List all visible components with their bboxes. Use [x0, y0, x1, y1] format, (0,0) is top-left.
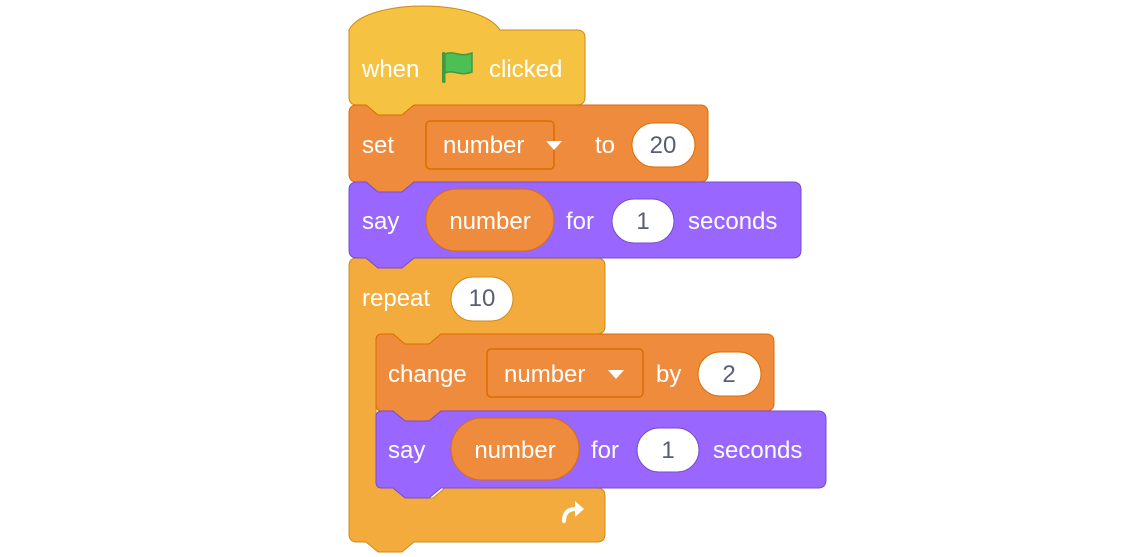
- change-variable-dropdown-box: [486, 348, 644, 398]
- by-label: by: [656, 361, 681, 388]
- set-variable-block[interactable]: set number to 20: [348, 104, 709, 193]
- say-duration-input-1[interactable]: 1: [611, 198, 675, 244]
- set-value-field: [631, 122, 696, 168]
- set-variable-name: number: [443, 132, 524, 159]
- repeat-count-value: 10: [469, 285, 496, 312]
- chevron-down-icon: [546, 141, 562, 150]
- for-label-1: for: [566, 208, 594, 235]
- say-label-1: say: [362, 208, 399, 235]
- repeat-label: repeat: [362, 285, 430, 312]
- set-value: 20: [650, 132, 677, 159]
- loop-arrow-icon: [562, 501, 584, 523]
- set-label: set: [362, 132, 394, 159]
- change-label: change: [388, 361, 467, 388]
- say-duration-field-1: [611, 198, 675, 244]
- clicked-label: clicked: [489, 56, 562, 83]
- say-reporter-1[interactable]: number: [425, 188, 555, 252]
- when-flag-clicked-block[interactable]: when clicked: [348, 5, 586, 116]
- change-variable-name: number: [504, 361, 585, 388]
- number-reporter-1: [425, 188, 555, 252]
- say-for-seconds-block-1[interactable]: say number for 1 seconds: [348, 181, 802, 269]
- for-label-2: for: [591, 437, 619, 464]
- number-reporter-2: [450, 417, 580, 481]
- seconds-label-1: seconds: [688, 208, 777, 235]
- seconds-label-2: seconds: [713, 437, 802, 464]
- set-value-input[interactable]: 20: [631, 122, 696, 168]
- repeat-count-input[interactable]: 10: [450, 276, 514, 322]
- to-label: to: [595, 132, 615, 159]
- change-variable-block[interactable]: change number by 2: [375, 333, 775, 422]
- say-reporter-2[interactable]: number: [450, 417, 580, 481]
- say-duration-2: 1: [661, 437, 674, 464]
- say-label-2: say: [388, 437, 425, 464]
- green-flag-icon: [442, 51, 473, 83]
- repeat-count-field: [450, 276, 514, 322]
- change-value-input[interactable]: 2: [697, 351, 762, 397]
- change-variable-dropdown[interactable]: number: [486, 348, 644, 398]
- when-label: when: [361, 56, 419, 83]
- say-for-seconds-block-2[interactable]: say number for 1 seconds: [375, 410, 827, 499]
- say-duration-field-2: [636, 427, 700, 473]
- set-variable-dropdown[interactable]: number: [425, 120, 562, 170]
- repeat-block[interactable]: repeat 10: [348, 257, 606, 553]
- say-duration-1: 1: [636, 208, 649, 235]
- say-duration-input-2[interactable]: 1: [636, 427, 700, 473]
- change-value: 2: [722, 361, 735, 388]
- reporter-name-1: number: [449, 208, 530, 235]
- chevron-down-icon: [608, 370, 624, 379]
- change-value-field: [697, 351, 762, 397]
- reporter-name-2: number: [474, 437, 555, 464]
